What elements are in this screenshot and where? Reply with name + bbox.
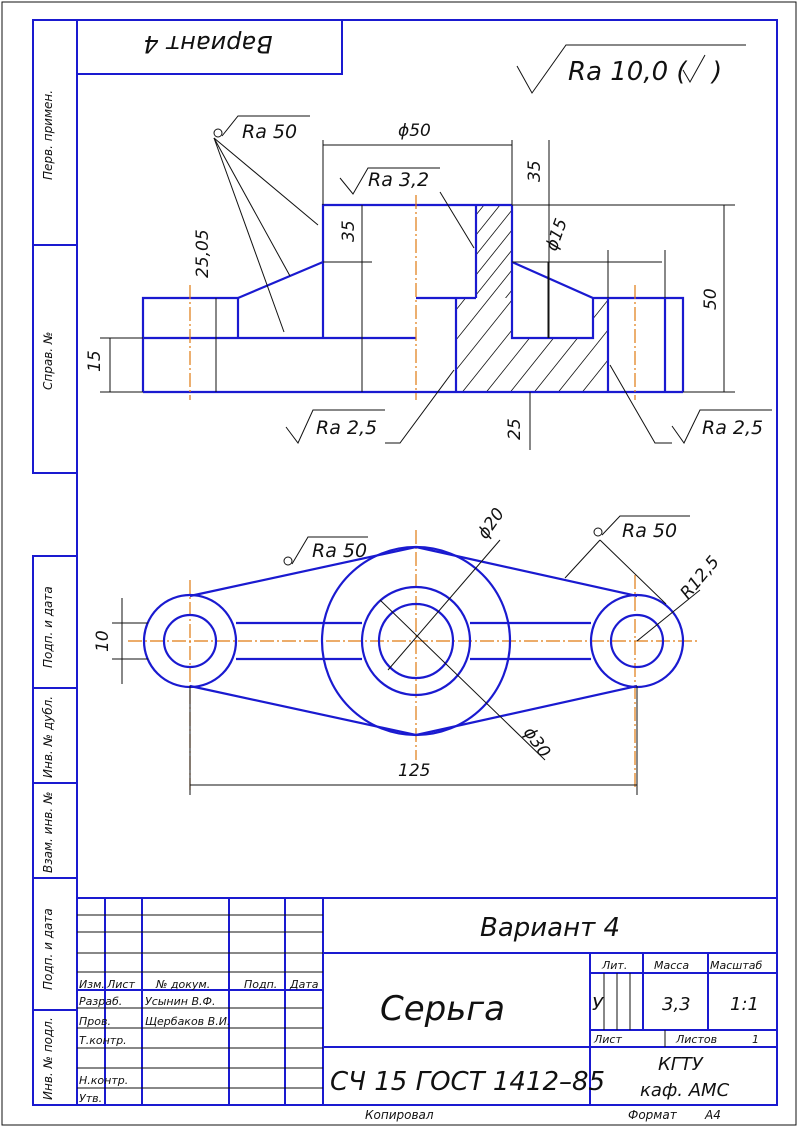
variant-stamp-text: Вариант 4 <box>143 30 272 58</box>
dim-d20: ϕ20 <box>474 504 509 542</box>
dim-15: 15 <box>85 350 105 372</box>
front-roughness: Ra 50 Ra 3,2 Ra 2,5 Ra 2,5 <box>213 115 772 444</box>
ra-top-left: Ra 50 <box>312 540 367 562</box>
dim-35-side: 35 <box>339 220 359 242</box>
sheet-label: Лист <box>593 1033 622 1046</box>
side-sprav-no: Справ. № <box>41 332 55 390</box>
dim-50: 50 <box>701 288 721 310</box>
hdr-list: Лист <box>106 978 135 991</box>
lit-value: У <box>592 994 604 1015</box>
front-view-outline <box>141 203 685 394</box>
side-vzam-inv: Взам. инв. № <box>41 792 55 873</box>
scale-label: Масштаб <box>710 959 762 972</box>
role-tkontr: Т.контр. <box>79 1034 127 1047</box>
person-razrab: Усынин В.Ф. <box>145 995 215 1008</box>
ra-front-bottom-left: Ra 2,5 <box>316 417 377 439</box>
dim-r12-5: R12,5 <box>677 552 724 603</box>
side-podp-data-1: Подп. и дата <box>41 586 55 668</box>
footer-format: Формат <box>628 1108 678 1122</box>
org-line2: каф. АМС <box>640 1080 730 1101</box>
scale-value: 1:1 <box>730 994 759 1015</box>
sheets-value: 1 <box>752 1033 759 1046</box>
lit-label: Лит. <box>601 959 627 972</box>
dim-25: 25 <box>505 418 525 440</box>
side-inv-dubl: Инв. № дубл. <box>41 696 55 778</box>
title-name: Серьга <box>380 989 505 1029</box>
section-hatch-lower <box>456 298 608 392</box>
dim-d50: ϕ50 <box>398 121 431 141</box>
sheets-label: Листов <box>675 1033 717 1046</box>
footer-copied: Копировал <box>365 1108 434 1122</box>
hdr-data: Дата <box>289 978 319 991</box>
dim-25-05: 25,05 <box>193 229 213 278</box>
title-material: СЧ 15 ГОСТ 1412–85 <box>330 1067 605 1097</box>
hdr-doc-no: № докум. <box>155 978 210 991</box>
org-line1: КГТУ <box>658 1054 704 1075</box>
side-strip-labels: Перв. примен. Справ. № Подп. и дата Инв.… <box>41 90 55 1100</box>
role-prov: Пров. <box>79 1015 111 1028</box>
title-block: Изм. Лист № докум. Подп. Дата Разраб. Пр… <box>76 897 778 1106</box>
title-variant: Вариант 4 <box>480 913 620 943</box>
front-view: ϕ50 50 35 ϕ15 35 25,05 15 25 <box>85 115 772 450</box>
general-roughness-paren: ) <box>710 57 722 87</box>
dim-10: 10 <box>93 630 113 652</box>
mass-label: Масса <box>654 959 689 972</box>
dim-d15: ϕ15 <box>542 216 572 254</box>
footer: Копировал Формат А4 <box>365 1108 721 1122</box>
top-roughness: Ra 50 Ra 50 <box>283 515 690 605</box>
role-razrab: Разраб. <box>79 995 122 1008</box>
ra-front-top-left: Ra 50 <box>242 121 297 143</box>
dim-125: 125 <box>398 761 430 781</box>
variant-stamp: Вариант 4 <box>76 19 343 75</box>
side-podp-data-2: Подп. и дата <box>41 908 55 990</box>
role-utv: Утв. <box>79 1092 102 1105</box>
hdr-izm: Изм. <box>79 978 105 991</box>
mass-value: 3,3 <box>662 994 691 1015</box>
ra-front-bottom-right: Ra 2,5 <box>702 417 763 439</box>
general-roughness: Ra 10,0 ( ) <box>516 44 746 94</box>
person-prov: Щербаков В.И. <box>145 1015 230 1028</box>
ra-front-top-mid: Ra 3,2 <box>368 169 429 191</box>
side-inv-podl: Инв. № подл. <box>41 1017 55 1100</box>
footer-format-value: А4 <box>704 1108 721 1122</box>
top-view: ϕ20 ϕ30 R12,5 10 125 Ra 50 Ra 50 <box>93 504 724 795</box>
side-perv-primen: Перв. примен. <box>41 90 55 180</box>
dim-d30: ϕ30 <box>519 723 554 761</box>
dim-35-top: 35 <box>525 160 545 182</box>
general-roughness-text: Ra 10,0 ( <box>568 57 688 87</box>
role-nkontr: Н.контр. <box>79 1074 128 1087</box>
section-hatch-upper <box>476 205 512 298</box>
top-view-outline <box>142 545 685 737</box>
hdr-podp: Подп. <box>244 978 277 991</box>
ra-top-right: Ra 50 <box>622 520 677 542</box>
